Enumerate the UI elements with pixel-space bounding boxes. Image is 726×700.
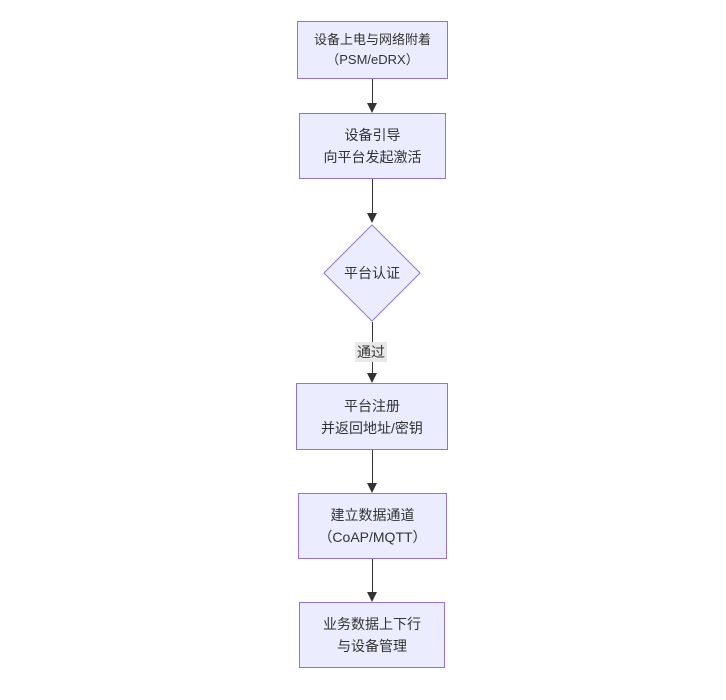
node-text-line: 并返回地址/密钥 (321, 419, 423, 436)
node-text-line: 建立数据通道 (330, 507, 415, 523)
edge-label-pass: 通过 (355, 342, 387, 362)
node-text-line: 平台注册 (344, 397, 400, 414)
node-text-line: 设备上电与网络附着 (313, 32, 431, 47)
flow-node-data-channel: 建立数据通道 （CoAP/MQTT） (298, 493, 447, 559)
arrowhead-down-icon (367, 213, 377, 223)
flow-node-bootstrap: 设备引导 向平台发起激活 (299, 113, 446, 179)
arrowhead-down-icon (367, 592, 377, 602)
edge-connector (372, 450, 373, 485)
flow-node-power-attach: 设备上电与网络附着 （PSM/eDRX） (297, 21, 448, 79)
edge-connector (372, 179, 373, 215)
edge-connector (372, 559, 373, 594)
node-text-line: （PSM/eDRX） (326, 52, 419, 67)
node-text-line: 与设备管理 (337, 638, 407, 654)
node-text-line: 设备引导 (344, 127, 401, 143)
arrowhead-down-icon (367, 483, 377, 493)
arrowhead-down-icon (367, 103, 377, 113)
flow-node-business: 业务数据上下行 与设备管理 (299, 602, 445, 668)
edge-connector (372, 79, 373, 105)
arrowhead-down-icon (367, 373, 377, 383)
flow-node-register: 平台注册 并返回地址/密钥 (296, 383, 448, 450)
node-text-line: 平台认证 (344, 264, 400, 281)
node-text-line: 向平台发起激活 (323, 149, 422, 165)
node-text-line: 业务数据上下行 (323, 616, 421, 632)
node-text-line: （CoAP/MQTT） (318, 529, 427, 545)
decision-platform-auth: 平台认证 (322, 223, 422, 322)
